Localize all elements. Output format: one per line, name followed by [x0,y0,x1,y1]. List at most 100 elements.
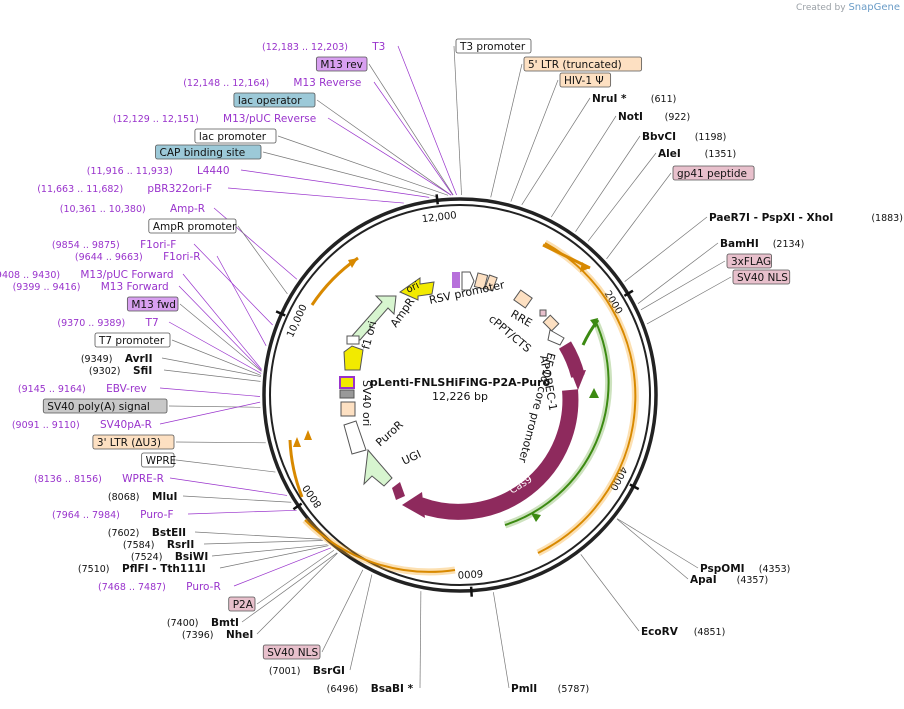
map-label: (12,183 .. 12,203)T3 [262,41,385,53]
primer-range: (9854 .. 9875) [52,240,120,251]
primer-range: (12,148 .. 12,164) [183,78,269,89]
rsv-promoter-box-1 [473,272,489,290]
primer-name: WPRE-R [122,473,164,485]
leader-line [193,243,273,326]
leader-line [321,569,364,653]
primer-range: (11,916 .. 11,933) [87,166,173,177]
label-box-text: CAP binding site [160,147,246,159]
label-box [523,56,643,72]
primer-name: SV40pA-R [100,419,152,431]
map-label: (11,916 .. 11,933)L4440 [87,165,230,177]
map-label: 3xFLAG [726,253,772,269]
primer-name: M13/pUC Forward [80,269,173,281]
leader-line [219,545,329,569]
orange-arrowhead-1 [348,258,358,268]
map-label: (9091 .. 9110)SV40pA-R [12,419,152,431]
label-box [315,56,368,72]
map-label: M13 fwd [126,296,179,312]
site-position: (7524) [131,552,163,563]
map-label: NruI *(611) [592,93,676,105]
leader-line [175,459,276,473]
site-position: (7396) [182,630,214,641]
label-box [94,332,171,348]
leader-line [256,549,335,605]
ef1a-arrow [547,329,565,346]
green-arc-upper [581,319,600,346]
map-label: AmpR promoter [148,218,237,234]
site-position: (1351) [705,149,737,160]
primer-name: Puro-R [186,581,221,593]
site-position: (9349) [81,354,113,365]
site-name: MluI [152,491,177,503]
label-box [126,296,179,312]
primer-range: (9408 .. 9430) [0,270,60,281]
map-label: 3' LTR (ΔU3) [92,434,175,450]
tick-label: 10,000 [285,303,310,339]
label-box-text: SV40 NLS [737,272,788,284]
primer-name: M13/pUC Reverse [223,113,316,125]
credit-brand: SnapGene [848,2,900,13]
tick-mark [275,310,286,317]
leader-line [203,540,323,545]
label-box-text: AmpR promoter [153,221,237,233]
tick-mark [435,194,439,205]
label-box [148,218,237,234]
site-name: BsrGI [313,665,345,677]
leader-line [216,255,267,346]
label-box [194,128,277,144]
tick-mark [629,483,640,491]
map-label: (7396)NheI [182,629,253,641]
backbone-inner-strand [269,204,651,586]
label-box-text: lac operator [238,95,302,107]
primer-range: (10,361 .. 10,380) [60,204,146,215]
label-box-text: 3xFLAG [731,256,771,268]
site-name: EcoRV [641,626,679,638]
map-label: (7468 .. 7487)Puro-R [98,581,221,593]
leader-line [616,518,689,580]
map-label: HIV-1 Ψ [559,72,612,88]
site-position: (8068) [108,492,140,503]
map-label: SV40 NLS [262,644,321,660]
site-name: PspOMI [700,563,745,575]
plasmid-name: pLenti-FNLSHiFiNG-P2A-Puro [370,376,551,389]
sv40-polya-box [340,401,356,417]
map-label: PspOMI(4353) [700,563,790,575]
map-label: P2A [228,596,256,612]
map-label: (7001)BsrGI [269,665,345,677]
gp41-small [539,309,547,317]
map-label: (7602)BstEII [108,527,186,539]
f1-ori-feature [343,345,364,371]
green-arc-right-core [504,319,610,526]
multi-feature-stack [452,272,460,288]
map-label: (12,148 .. 12,164)M13 Reverse [183,77,361,89]
leader-line [168,405,261,408]
green-arrowhead-1 [590,318,598,328]
green-arrowhead-3 [531,513,541,522]
ugi-label: UGI [400,448,423,468]
map-label: (7510)PflFI - Tth111I [78,563,206,575]
map-label: CAP binding site [155,144,262,160]
leader-line [453,45,462,196]
primer-range: (8136 .. 8156) [34,474,102,485]
map-label: (9854 .. 9875)F1ori-F [52,239,176,251]
label-box-text: T7 promoter [98,335,165,347]
leader-line [490,63,523,198]
yellow-purple-box [339,376,355,389]
leader-line [575,135,641,232]
label-box-text: P2A [233,599,254,611]
primer-name: Puro-F [140,509,173,521]
map-label: PmlI(5787) [511,683,589,695]
map-label: (9302)SfiI [89,365,152,377]
map-label: NotI(922) [618,111,690,123]
ugi-feature [392,482,405,500]
primer-name: F1ori-R [163,251,200,263]
ori-feature [398,277,435,301]
leader-line [587,152,657,242]
site-name: AvrII [125,353,153,365]
leader-line [327,117,452,196]
green-arrowhead-2 [589,388,599,398]
ampr-feature [351,295,397,341]
map-label: lac operator [233,92,316,108]
label-leader-lines [159,45,732,689]
